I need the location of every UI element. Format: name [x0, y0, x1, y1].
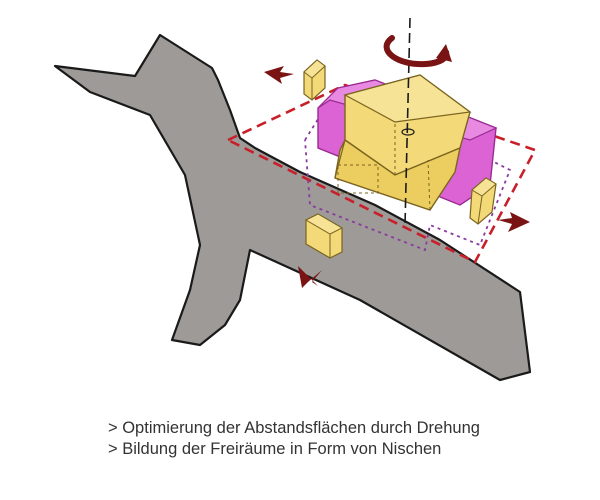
small-block-right	[469, 177, 497, 225]
caption-line-rotation: > Optimierung der Abstandsflächen durch …	[108, 419, 480, 437]
arrow-left-icon	[264, 66, 294, 84]
diagram-caption: > Optimierung der Abstandsflächen durch …	[108, 418, 578, 460]
small-block-bottom-left	[304, 213, 344, 259]
footprint-outline	[304, 98, 512, 252]
small-block-top-left	[303, 59, 326, 101]
plot-boundary	[227, 83, 537, 264]
arrow-right-icon	[498, 212, 530, 232]
rotation-axis	[404, 17, 411, 226]
road-network	[53, 33, 532, 382]
arrow-down-left-icon	[298, 266, 322, 288]
rotation-arrow-icon	[383, 35, 452, 68]
caption-line-niches: > Bildung der Freiräume in Form von Nisc…	[108, 440, 442, 458]
